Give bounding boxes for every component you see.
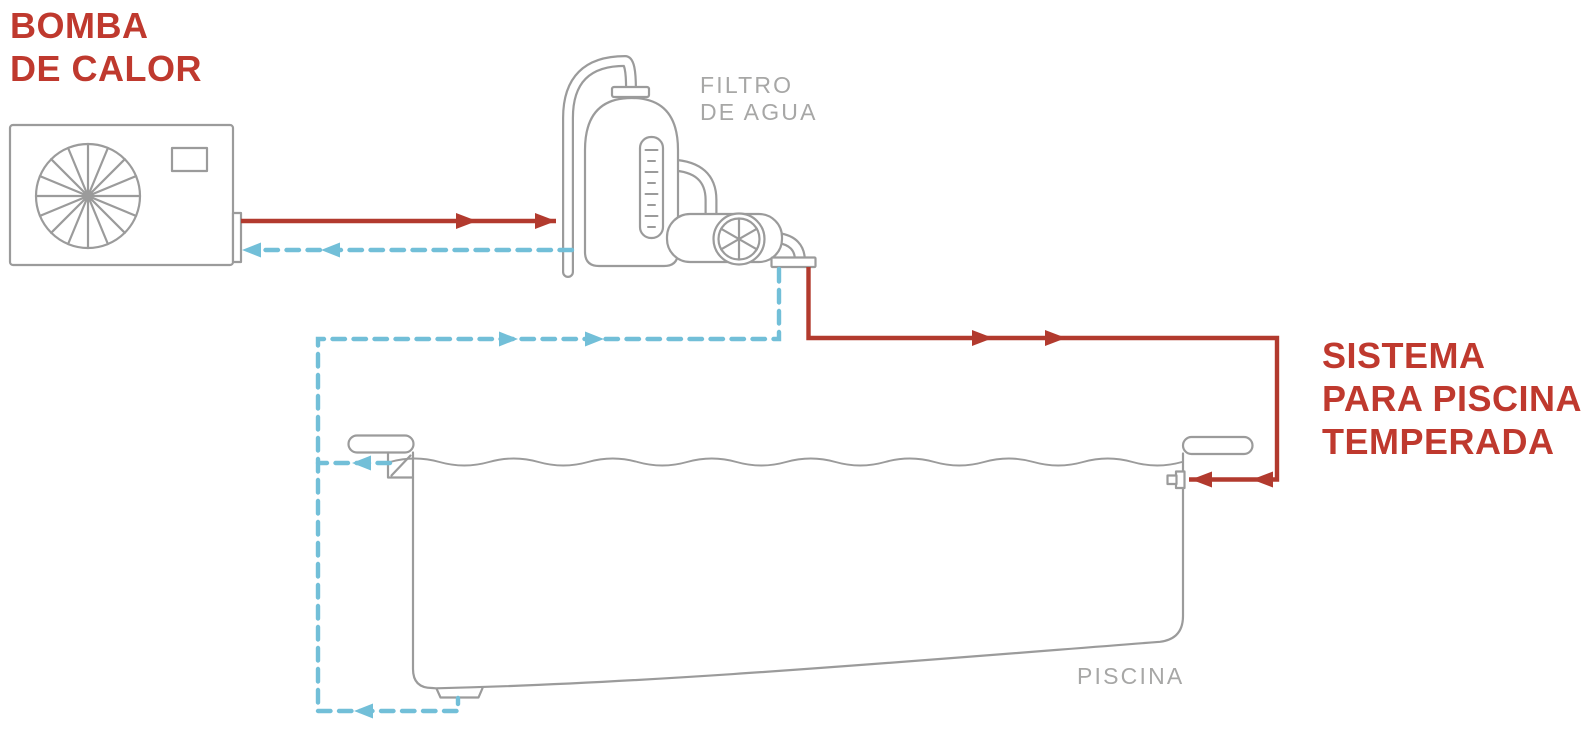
hot-flow-pipes (241, 218, 1280, 482)
sight-glass-ticks (644, 149, 659, 228)
cold-pipe-pool-to-pump (315, 266, 782, 714)
arrow-right-icon (456, 213, 477, 229)
right-coping (1181, 435, 1254, 456)
pool-shell (411, 451, 1185, 690)
arrow-left-icon (352, 455, 371, 471)
hot-flow-arrows (456, 213, 1273, 488)
system-title-label: SISTEMA PARA PISCINA TEMPERADA (1322, 335, 1583, 462)
water-line (389, 457, 1183, 467)
arrow-right-icon (535, 213, 556, 229)
fan-spokes-icon (34, 142, 142, 250)
tank-lid (610, 85, 651, 99)
arrow-left-icon (1252, 471, 1273, 488)
outlet-flange (770, 256, 817, 269)
arrow-left-icon (321, 242, 340, 258)
heat-pump-unit (8, 123, 243, 267)
cold-flow-pipes (247, 247, 782, 714)
arrow-right-icon (499, 331, 518, 347)
inlet-nozzle-tip (1166, 474, 1178, 486)
cold-flow-arrows (242, 242, 604, 719)
arrow-left-icon (242, 242, 261, 258)
arrow-right-icon (585, 331, 604, 347)
heat-pump-label: BOMBA DE CALOR (10, 5, 202, 89)
equipment-outlines (8, 55, 1254, 699)
arrow-left-icon (354, 703, 373, 719)
water-filter-label: FILTRO DE AGUA (700, 72, 818, 125)
arrow-left-icon (1191, 471, 1212, 488)
fan-hub-icon (83, 191, 93, 201)
hot-pipe-filter-to-pool (806, 267, 1280, 482)
control-panel (170, 146, 209, 173)
pool-drawing (347, 434, 1254, 699)
pool-label: PISCINA (1077, 663, 1185, 689)
water-filter-assembly (562, 55, 817, 278)
arrow-right-icon (972, 330, 993, 346)
heat-pump-port (231, 211, 243, 264)
main-drain (435, 687, 484, 699)
sight-glass (638, 135, 665, 240)
arrow-right-icon (1045, 330, 1066, 346)
impeller-spokes-icon (720, 217, 758, 261)
left-coping (347, 434, 415, 454)
